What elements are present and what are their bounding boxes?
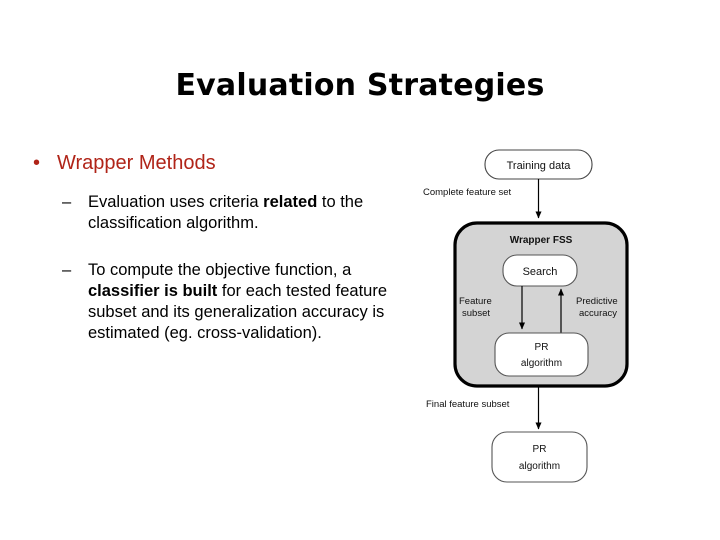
bullet-wrapper-methods: • Wrapper Methods [0, 150, 420, 176]
dash-marker-icon: – [62, 261, 72, 279]
node-search: Search [502, 254, 578, 287]
node-pr-algorithm-inner-line2: algorithm [521, 358, 562, 369]
bullet-label: Wrapper Methods [57, 152, 216, 174]
sub-bullet-evaluation-criteria: – Evaluation uses criteria related to th… [0, 192, 420, 234]
node-pr-algorithm-inner: PR algorithm [494, 332, 589, 377]
node-training-data-label: Training data [507, 160, 572, 172]
dash-marker-icon: – [62, 193, 72, 211]
sub-bullet-segment: for each tested feature subset and its g… [88, 282, 388, 342]
bullet-marker-icon: • [33, 152, 41, 174]
sub-bullet-segment-bold: related [263, 193, 318, 211]
page-title: Evaluation Strategies [175, 68, 545, 103]
content-body: • Wrapper Methods – Evaluation uses crit… [0, 150, 420, 366]
wrapper-fss-flow-diagram: Training data Complete feature set Wrapp… [415, 135, 715, 505]
node-pr-algorithm-inner-line1: PR [535, 342, 549, 353]
sub-bullet-text: Evaluation uses criteria related to the … [88, 193, 363, 232]
sub-bullet-segment-bold: classifier is built [88, 282, 218, 300]
sub-bullet-segment: to the classification algorithm. [88, 193, 364, 232]
sub-bullet-objective-function: – To compute the objective function, a c… [0, 260, 420, 344]
edge-label-predictive-accuracy-line2: accuracy [579, 308, 617, 319]
node-wrapper-fss-label: Wrapper FSS [510, 235, 573, 246]
edge-label-final-feature-subset: Final feature subset [426, 399, 510, 410]
node-pr-algorithm-final: PR algorithm [491, 431, 588, 483]
sub-bullet-text: To compute the objective function, a cla… [88, 261, 387, 342]
edge-label-feature-subset-line2: subset [462, 308, 490, 319]
node-pr-algorithm-final-line2: algorithm [519, 461, 560, 472]
edge-label-complete-feature-set: Complete feature set [423, 187, 512, 198]
edge-label-predictive-accuracy-line1: Predictive [576, 296, 618, 307]
node-pr-algorithm-final-line1: PR [533, 444, 547, 455]
sub-bullet-segment: To compute the objective function, a [88, 261, 352, 279]
node-search-label: Search [523, 266, 558, 278]
sub-bullet-segment: Evaluation uses criteria [88, 193, 264, 211]
node-training-data: Training data [484, 149, 593, 180]
edge-label-feature-subset-line1: Feature [459, 296, 492, 307]
